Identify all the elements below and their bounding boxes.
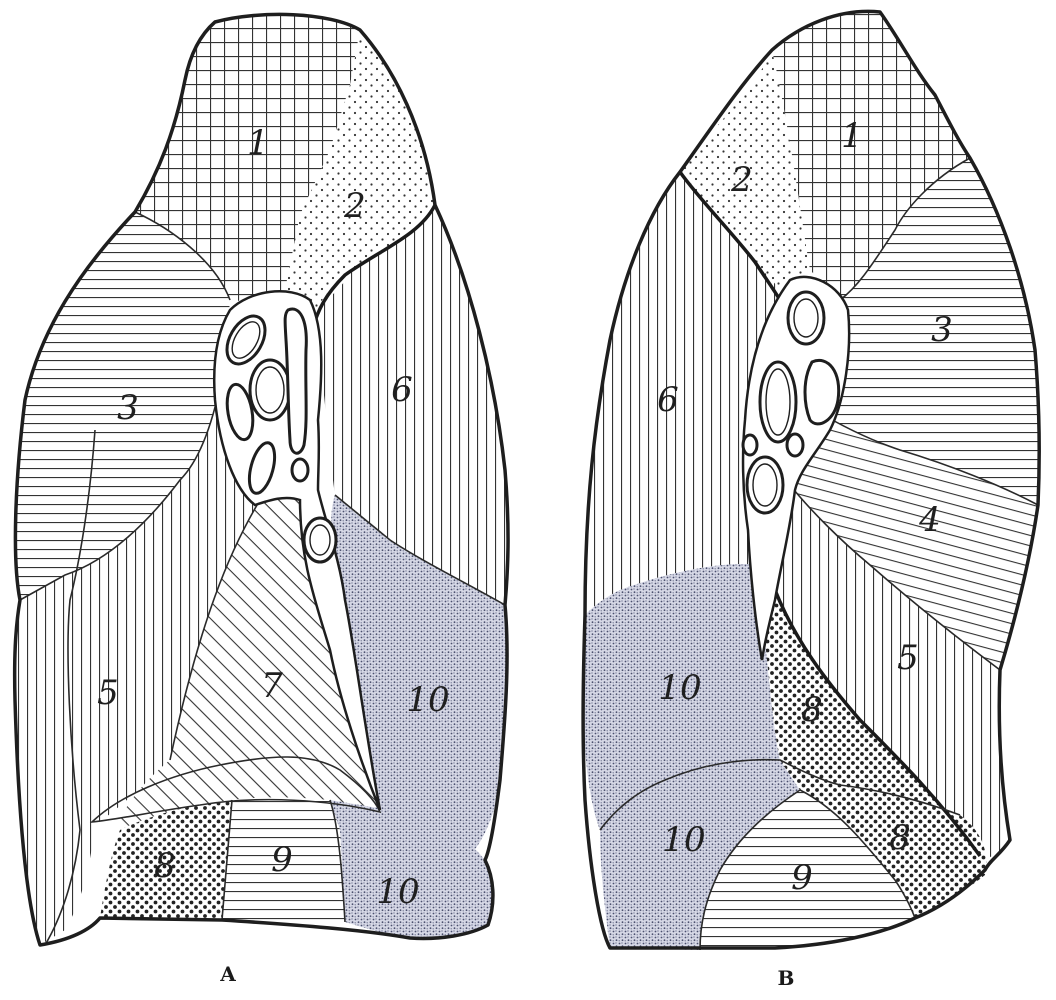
panel-a: 1 2 3 5 6 7 8 9 10 10 A — [15, 14, 508, 986]
panel-a-seg-10a-label: 10 — [406, 680, 449, 720]
panel-b-seg-9-label: 9 — [791, 858, 813, 898]
panel-a-seg-2-label: 2 — [343, 186, 366, 226]
panel-b-seg-10a-label: 10 — [658, 668, 701, 708]
panel-a-seg-9-label: 9 — [271, 840, 293, 880]
panel-b-seg-2-label: 2 — [730, 160, 753, 200]
panel-a-seg-1-label: 1 — [247, 123, 269, 163]
panel-b-seg-1-label: 1 — [841, 116, 863, 156]
panel-b-seg-3-label: 3 — [931, 310, 953, 350]
panel-b-label: B — [778, 966, 795, 990]
panel-b: 1 2 3 4 5 6 8 8 9 10 10 B — [583, 11, 1039, 990]
panel-a-seg-7-label: 7 — [261, 666, 283, 706]
panel-b-seg-8b-label: 8 — [889, 818, 911, 858]
panel-a-seg-6-label: 6 — [391, 370, 413, 410]
panel-b-seg-8a-label: 8 — [801, 690, 823, 730]
panel-a-label: A — [219, 962, 236, 986]
panel-b-seg-10b-label: 10 — [662, 820, 705, 860]
panel-a-seg-8-label: 8 — [154, 846, 176, 886]
panel-a-seg-10b-label: 10 — [376, 872, 419, 912]
panel-b-seg-4-label: 4 — [918, 500, 941, 540]
panel-b-seg-5-label: 5 — [897, 638, 919, 678]
panel-b-seg-6-label: 6 — [657, 380, 679, 420]
panel-a-seg-3-label: 3 — [117, 388, 139, 428]
panel-a-seg-5-label: 5 — [97, 673, 119, 713]
